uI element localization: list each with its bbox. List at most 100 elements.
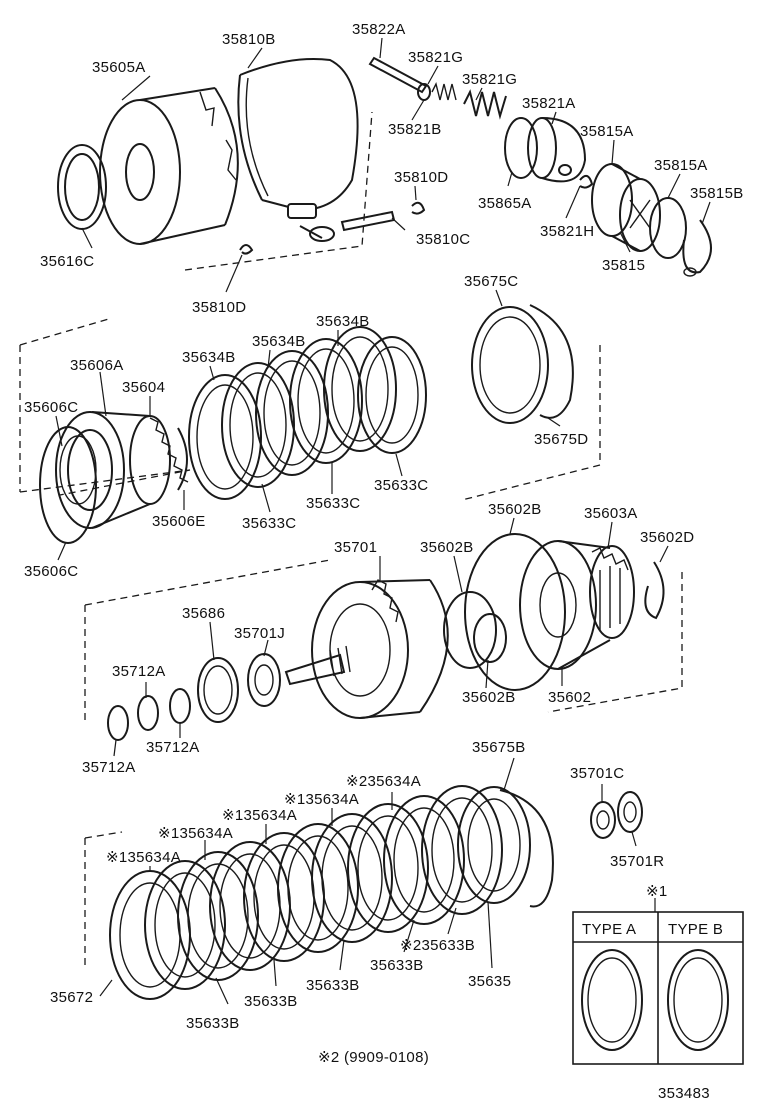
- part-35605A: [99, 87, 239, 245]
- label-35701R: 35701R: [610, 853, 664, 870]
- part-35602: [519, 540, 611, 670]
- label-35815B: 35815B: [690, 185, 744, 202]
- part-35602B-1: [443, 591, 497, 669]
- top-assembly: [57, 56, 712, 277]
- part-35602B-3: [464, 533, 566, 691]
- part-35616C: [57, 144, 107, 230]
- label-135634A-2: ※135634A: [222, 807, 297, 824]
- label-35634B-2: 35634B: [252, 333, 306, 350]
- part-labels: 35605A 35810B 35822A 35821G 35821G 35821…: [24, 21, 744, 1102]
- part-35810D-upper: [411, 201, 426, 215]
- label-35603A: 35603A: [584, 505, 638, 522]
- label-35606C-2: 35606C: [24, 563, 78, 580]
- part-35712A-3: [169, 688, 191, 724]
- clutch-assembly-1: [19, 304, 601, 544]
- label-35602B-2: 35602B: [420, 539, 474, 556]
- part-35701: [284, 579, 449, 719]
- part-35822A: [368, 56, 428, 94]
- part-35815B: [682, 219, 712, 274]
- type-a-disc: [581, 949, 643, 1051]
- part-35675B: [499, 789, 554, 908]
- footnote: ※2 (9909-0108): [318, 1049, 429, 1066]
- part-35701C: [590, 801, 616, 839]
- label-135634A-3: ※135634A: [158, 825, 233, 842]
- label-35815A-1: 35815A: [580, 123, 634, 140]
- part-35606C-outer: [39, 426, 97, 544]
- part-35810D-lower: [239, 244, 254, 255]
- label-35821B: 35821B: [388, 121, 442, 138]
- label-35675C: 35675C: [464, 273, 518, 290]
- shaft-assembly: [84, 533, 683, 741]
- clutch-discs-c: [188, 326, 427, 500]
- label-35606E: 35606E: [152, 513, 206, 530]
- label-35605A: 35605A: [92, 59, 146, 76]
- part-35701J: [247, 653, 281, 707]
- label-235634A: ※235634A: [346, 773, 421, 790]
- label-35712A-1: 35712A: [112, 663, 166, 680]
- label-35604: 35604: [122, 379, 165, 396]
- label-35815A-2: 35815A: [654, 157, 708, 174]
- label-35602: 35602: [548, 689, 591, 706]
- label-35810C: 35810C: [416, 231, 470, 248]
- label-35606A: 35606A: [70, 357, 124, 374]
- label-35712A-2: 35712A: [146, 739, 200, 756]
- label-35633B-3: 35633B: [244, 993, 298, 1010]
- part-35815A: [649, 197, 687, 259]
- part-35810B: [237, 58, 359, 242]
- label-35633B-4: 35633B: [186, 1015, 240, 1032]
- part-35815: [591, 163, 661, 252]
- part-35602D: [644, 561, 665, 620]
- label-35672: 35672: [50, 989, 93, 1006]
- legend-type-b: TYPE B: [668, 921, 723, 938]
- clutch-assembly-2: [84, 785, 643, 1000]
- part-35603A: [589, 545, 635, 639]
- label-35701J: 35701J: [234, 625, 285, 642]
- label-35633B-2: 35633B: [306, 977, 360, 994]
- label-35701: 35701: [334, 539, 377, 556]
- label-35675D: 35675D: [534, 431, 588, 448]
- label-35821G-1: 35821G: [408, 49, 463, 66]
- label-35633C-3: 35633C: [242, 515, 296, 532]
- label-135634A-4: ※135634A: [106, 849, 181, 866]
- legend-mark: ※1: [646, 883, 668, 900]
- label-35633C-2: 35633C: [306, 495, 360, 512]
- part-35686: [197, 657, 239, 723]
- label-35602D: 35602D: [640, 529, 694, 546]
- label-35821G-2: 35821G: [462, 71, 517, 88]
- frame-left: [19, 317, 113, 346]
- label-35821A: 35821A: [522, 95, 576, 112]
- label-35865A: 35865A: [478, 195, 532, 212]
- label-35712A-3: 35712A: [82, 759, 136, 776]
- diagram-reference-number: 353483: [658, 1085, 710, 1102]
- label-35686: 35686: [182, 605, 225, 622]
- part-35675C: [471, 304, 574, 424]
- label-35616C: 35616C: [40, 253, 94, 270]
- label-35602B-1: 35602B: [488, 501, 542, 518]
- label-35635: 35635: [468, 973, 511, 990]
- label-35634B-3: 35634B: [182, 349, 236, 366]
- part-35712A-2: [137, 695, 159, 731]
- label-35633B-1: 35633B: [370, 957, 424, 974]
- label-35606C-1: 35606C: [24, 399, 78, 416]
- part-35821H: [579, 174, 594, 189]
- leader-lines: [55, 37, 711, 1005]
- label-35633C-1: 35633C: [374, 477, 428, 494]
- label-135634A-1: ※135634A: [284, 791, 359, 808]
- part-35821A: [527, 117, 587, 183]
- part-35821G-springs: [431, 81, 507, 120]
- label-35675B: 35675B: [472, 739, 526, 756]
- label-35815: 35815: [602, 257, 645, 274]
- label-35810D-1: 35810D: [394, 169, 448, 186]
- part-35865A: [504, 117, 538, 179]
- label-35634B-1: 35634B: [316, 313, 370, 330]
- part-35712A-1: [107, 705, 129, 741]
- legend-type-a: TYPE A: [582, 921, 636, 938]
- label-235633B: ※235633B: [400, 937, 475, 954]
- label-35821H: 35821H: [540, 223, 594, 240]
- part-35606E: [177, 427, 188, 491]
- part-35675D: [529, 304, 574, 419]
- part-35604: [91, 411, 189, 529]
- label-35602B-3: 35602B: [462, 689, 516, 706]
- label-35701C: 35701C: [570, 765, 624, 782]
